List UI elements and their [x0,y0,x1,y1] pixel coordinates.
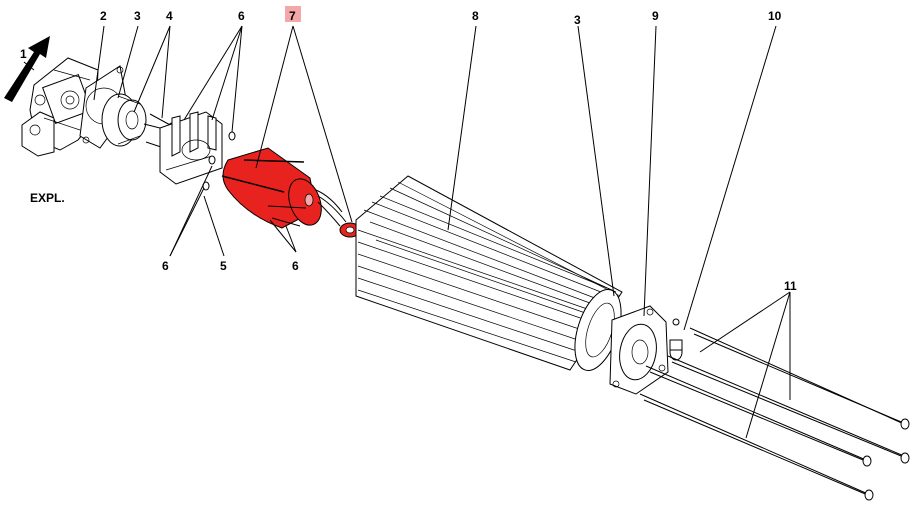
callout-6-top: 6 [238,9,245,23]
expl-label: EXPL. [30,191,65,205]
label-7-highlight [285,6,301,22]
callout-3-left: 3 [134,9,141,23]
callout-4: 4 [166,9,173,23]
callout-5: 5 [220,259,227,273]
callout-3-right: 3 [574,13,581,27]
part-5-housing [159,111,223,185]
part-9-end-cap [609,305,669,395]
callout-1: 1 [20,47,27,61]
callout-2: 2 [100,9,107,23]
part-3-coupling [101,93,147,147]
part-7-motor-highlighted[interactable] [221,147,361,238]
callout-7[interactable]: 7 [289,9,296,23]
callout-6-bottom-left: 6 [162,259,169,273]
callout-8: 8 [472,9,479,23]
part-11-tie-rods [639,327,910,501]
callout-6-bottom-right: 6 [292,259,299,273]
callout-9: 9 [652,9,659,23]
part-8-heat-sink [355,175,623,371]
part-6-orings [202,131,236,191]
callout-11: 11 [784,279,797,293]
callout-10: 10 [768,9,782,23]
part-10-fitting [669,318,683,361]
leader-lines [23,25,791,439]
part-1-valve-block [4,36,99,157]
